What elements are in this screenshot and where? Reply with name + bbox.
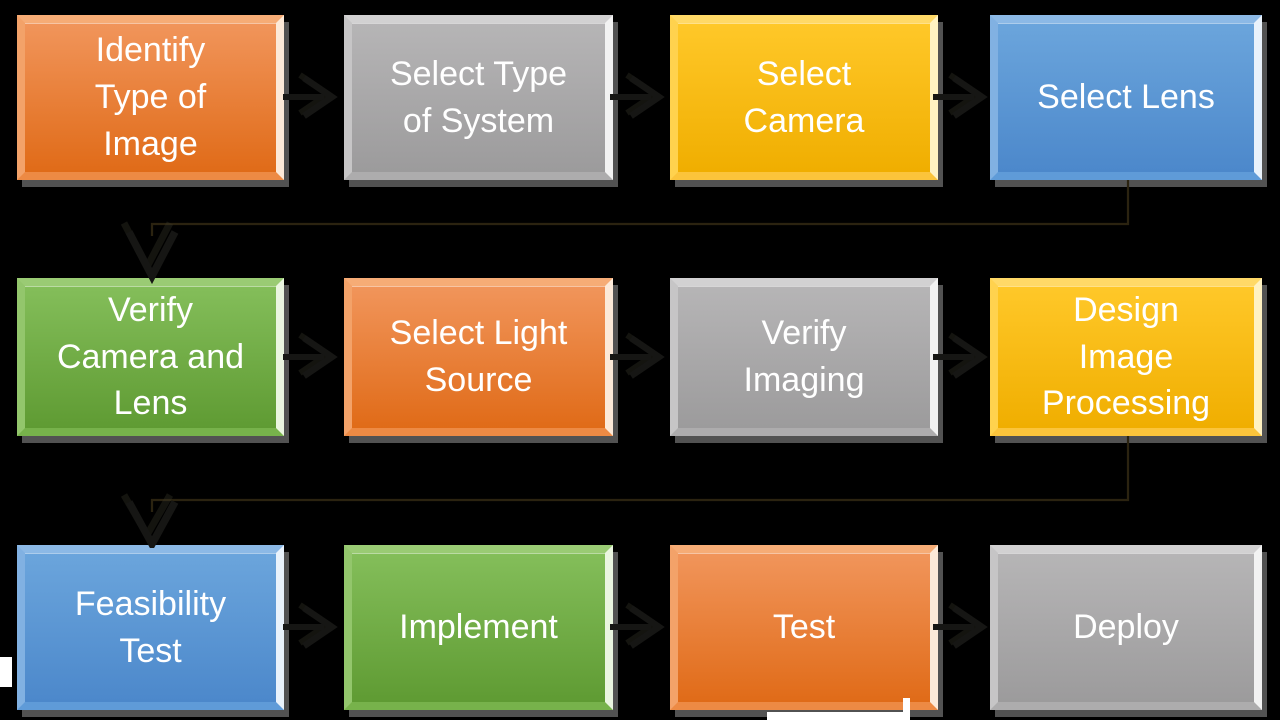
flow-step-verify-camera-and-lens: Verify Camera and Lens [17,278,284,436]
flow-step-select-light-source: Select Light Source [344,278,613,436]
flow-step-label: Identify Type of Image [94,31,207,163]
right-arrow-icon [609,595,673,659]
flow-step-label: Select Light Source [389,314,568,399]
wrap-connector-row1-row2 [100,178,1160,290]
flow-step-label: Select Camera [743,54,865,140]
white-artifact-sliver [0,657,12,687]
flow-step-label: Implement [399,608,558,647]
flow-step-identify-type-of-image: Identify Type of Image [17,15,284,180]
right-arrow-icon [282,325,346,389]
right-arrow-icon [609,65,673,129]
flow-step-label: Test [772,608,836,647]
flow-step-deploy: Deploy [990,545,1262,710]
flow-step-select-lens: Select Lens [990,15,1262,180]
right-arrow-icon [282,65,346,129]
flow-step-implement: Implement [344,545,613,710]
flow-step-select-type-of-system: Select Type of System [344,15,613,180]
flow-step-label: Design Image Processing [1041,290,1211,423]
flow-step-test: Test [670,545,938,710]
flow-step-label: Verify Camera and Lens [56,290,245,423]
down-arrow-icon [125,500,179,552]
flow-step-label: Select Lens [1037,78,1215,117]
flow-step-label: Feasibility Test [74,584,227,670]
flow-step-select-camera: Select Camera [670,15,938,180]
right-arrow-icon [609,325,673,389]
flow-step-feasibility-test: Feasibility Test [17,545,284,710]
wrap-connector-row2-row3 [100,434,1160,552]
flow-step-design-image-processing: Design Image Processing [990,278,1262,436]
flow-step-label: Verify Imaging [743,314,865,399]
down-arrow-icon [125,230,179,285]
flow-step-label: Deploy [1073,608,1179,647]
right-arrow-icon [282,595,346,659]
flow-step-label: Select Type of System [389,54,568,140]
right-arrow-icon [932,325,996,389]
flow-step-verify-imaging: Verify Imaging [670,278,938,436]
white-artifact-tick [903,698,910,720]
right-arrow-icon [932,65,996,129]
right-arrow-icon [932,595,996,659]
white-artifact-bar [767,712,908,720]
